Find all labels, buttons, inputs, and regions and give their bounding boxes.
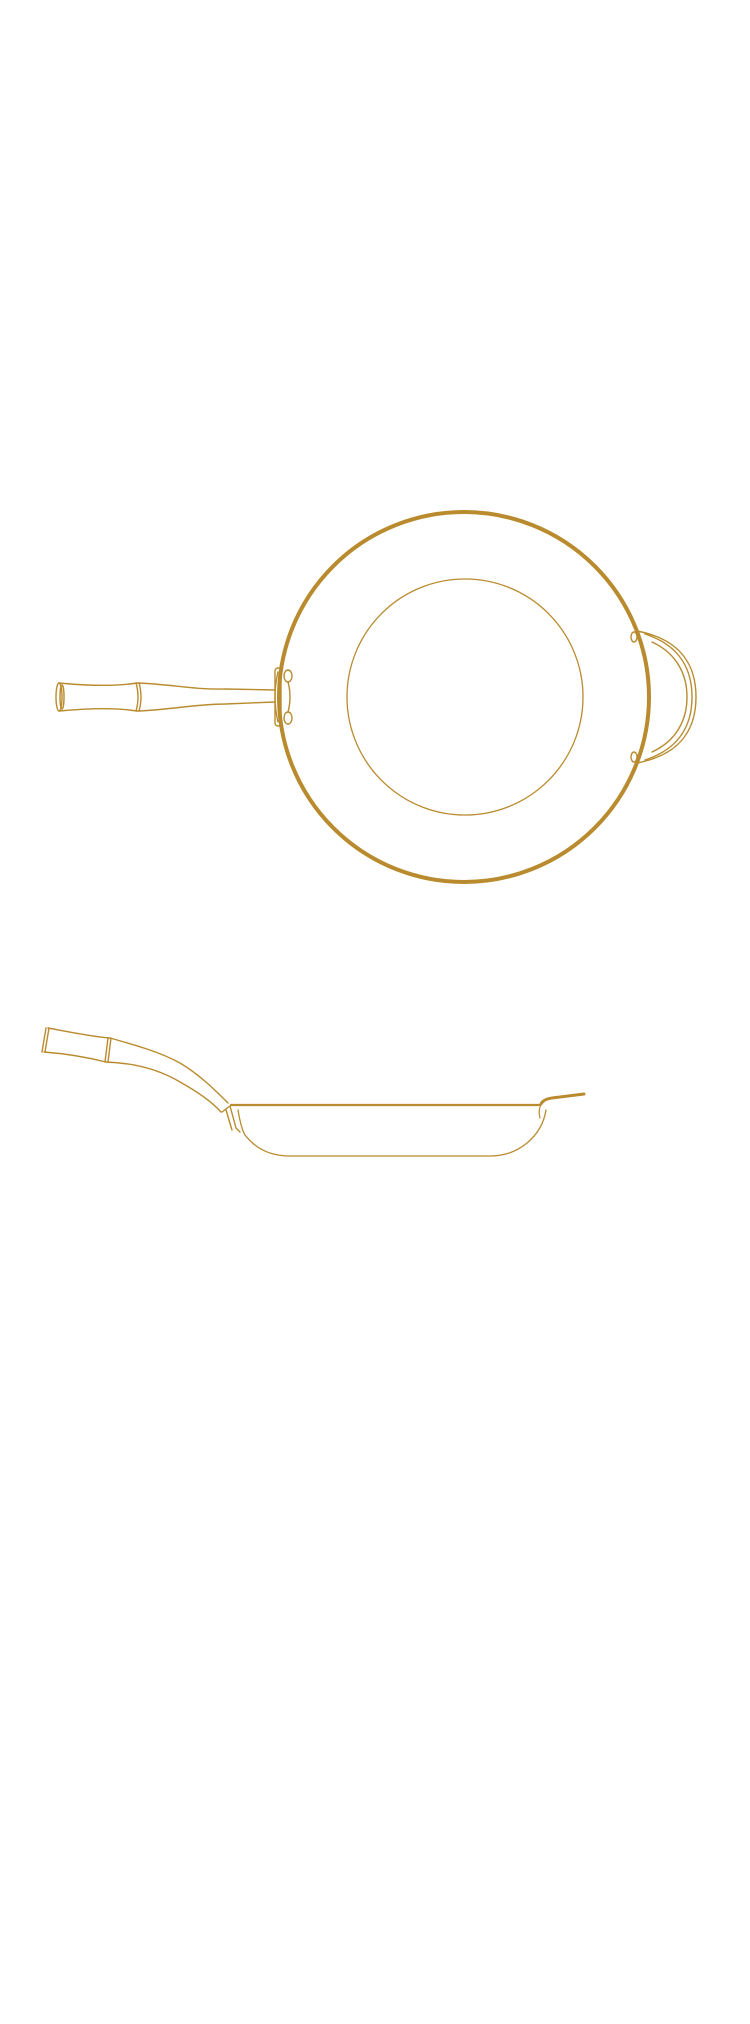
long-handle-top (55, 667, 293, 727)
long-handle-side (41, 1027, 241, 1133)
pan-body-side (237, 1109, 547, 1157)
pan-inner-base (346, 578, 584, 816)
pan-outer-rim (277, 510, 651, 884)
helper-handle-side (539, 1092, 586, 1106)
helper-handle-top (630, 630, 697, 764)
pan-top-view (55, 510, 697, 884)
pan-side-view (41, 1027, 586, 1157)
